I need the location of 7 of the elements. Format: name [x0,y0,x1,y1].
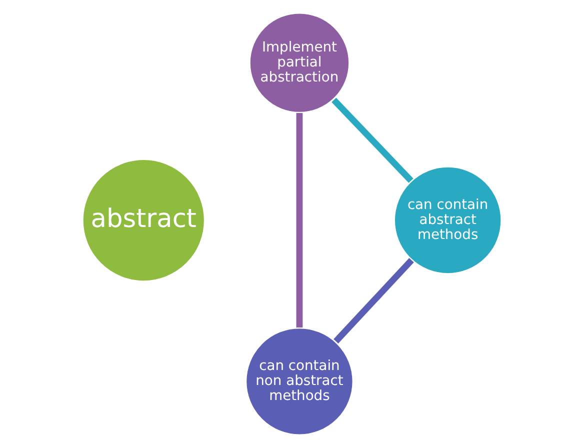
node-circle: can contain abstract methods [392,165,503,276]
node-circle: Implement partial abstraction [248,12,351,114]
connector [296,113,303,328]
connector [334,258,414,344]
node-circle: can contain non abstract methods [244,326,354,436]
connector [332,98,414,183]
node-circle: abstract [81,158,206,283]
